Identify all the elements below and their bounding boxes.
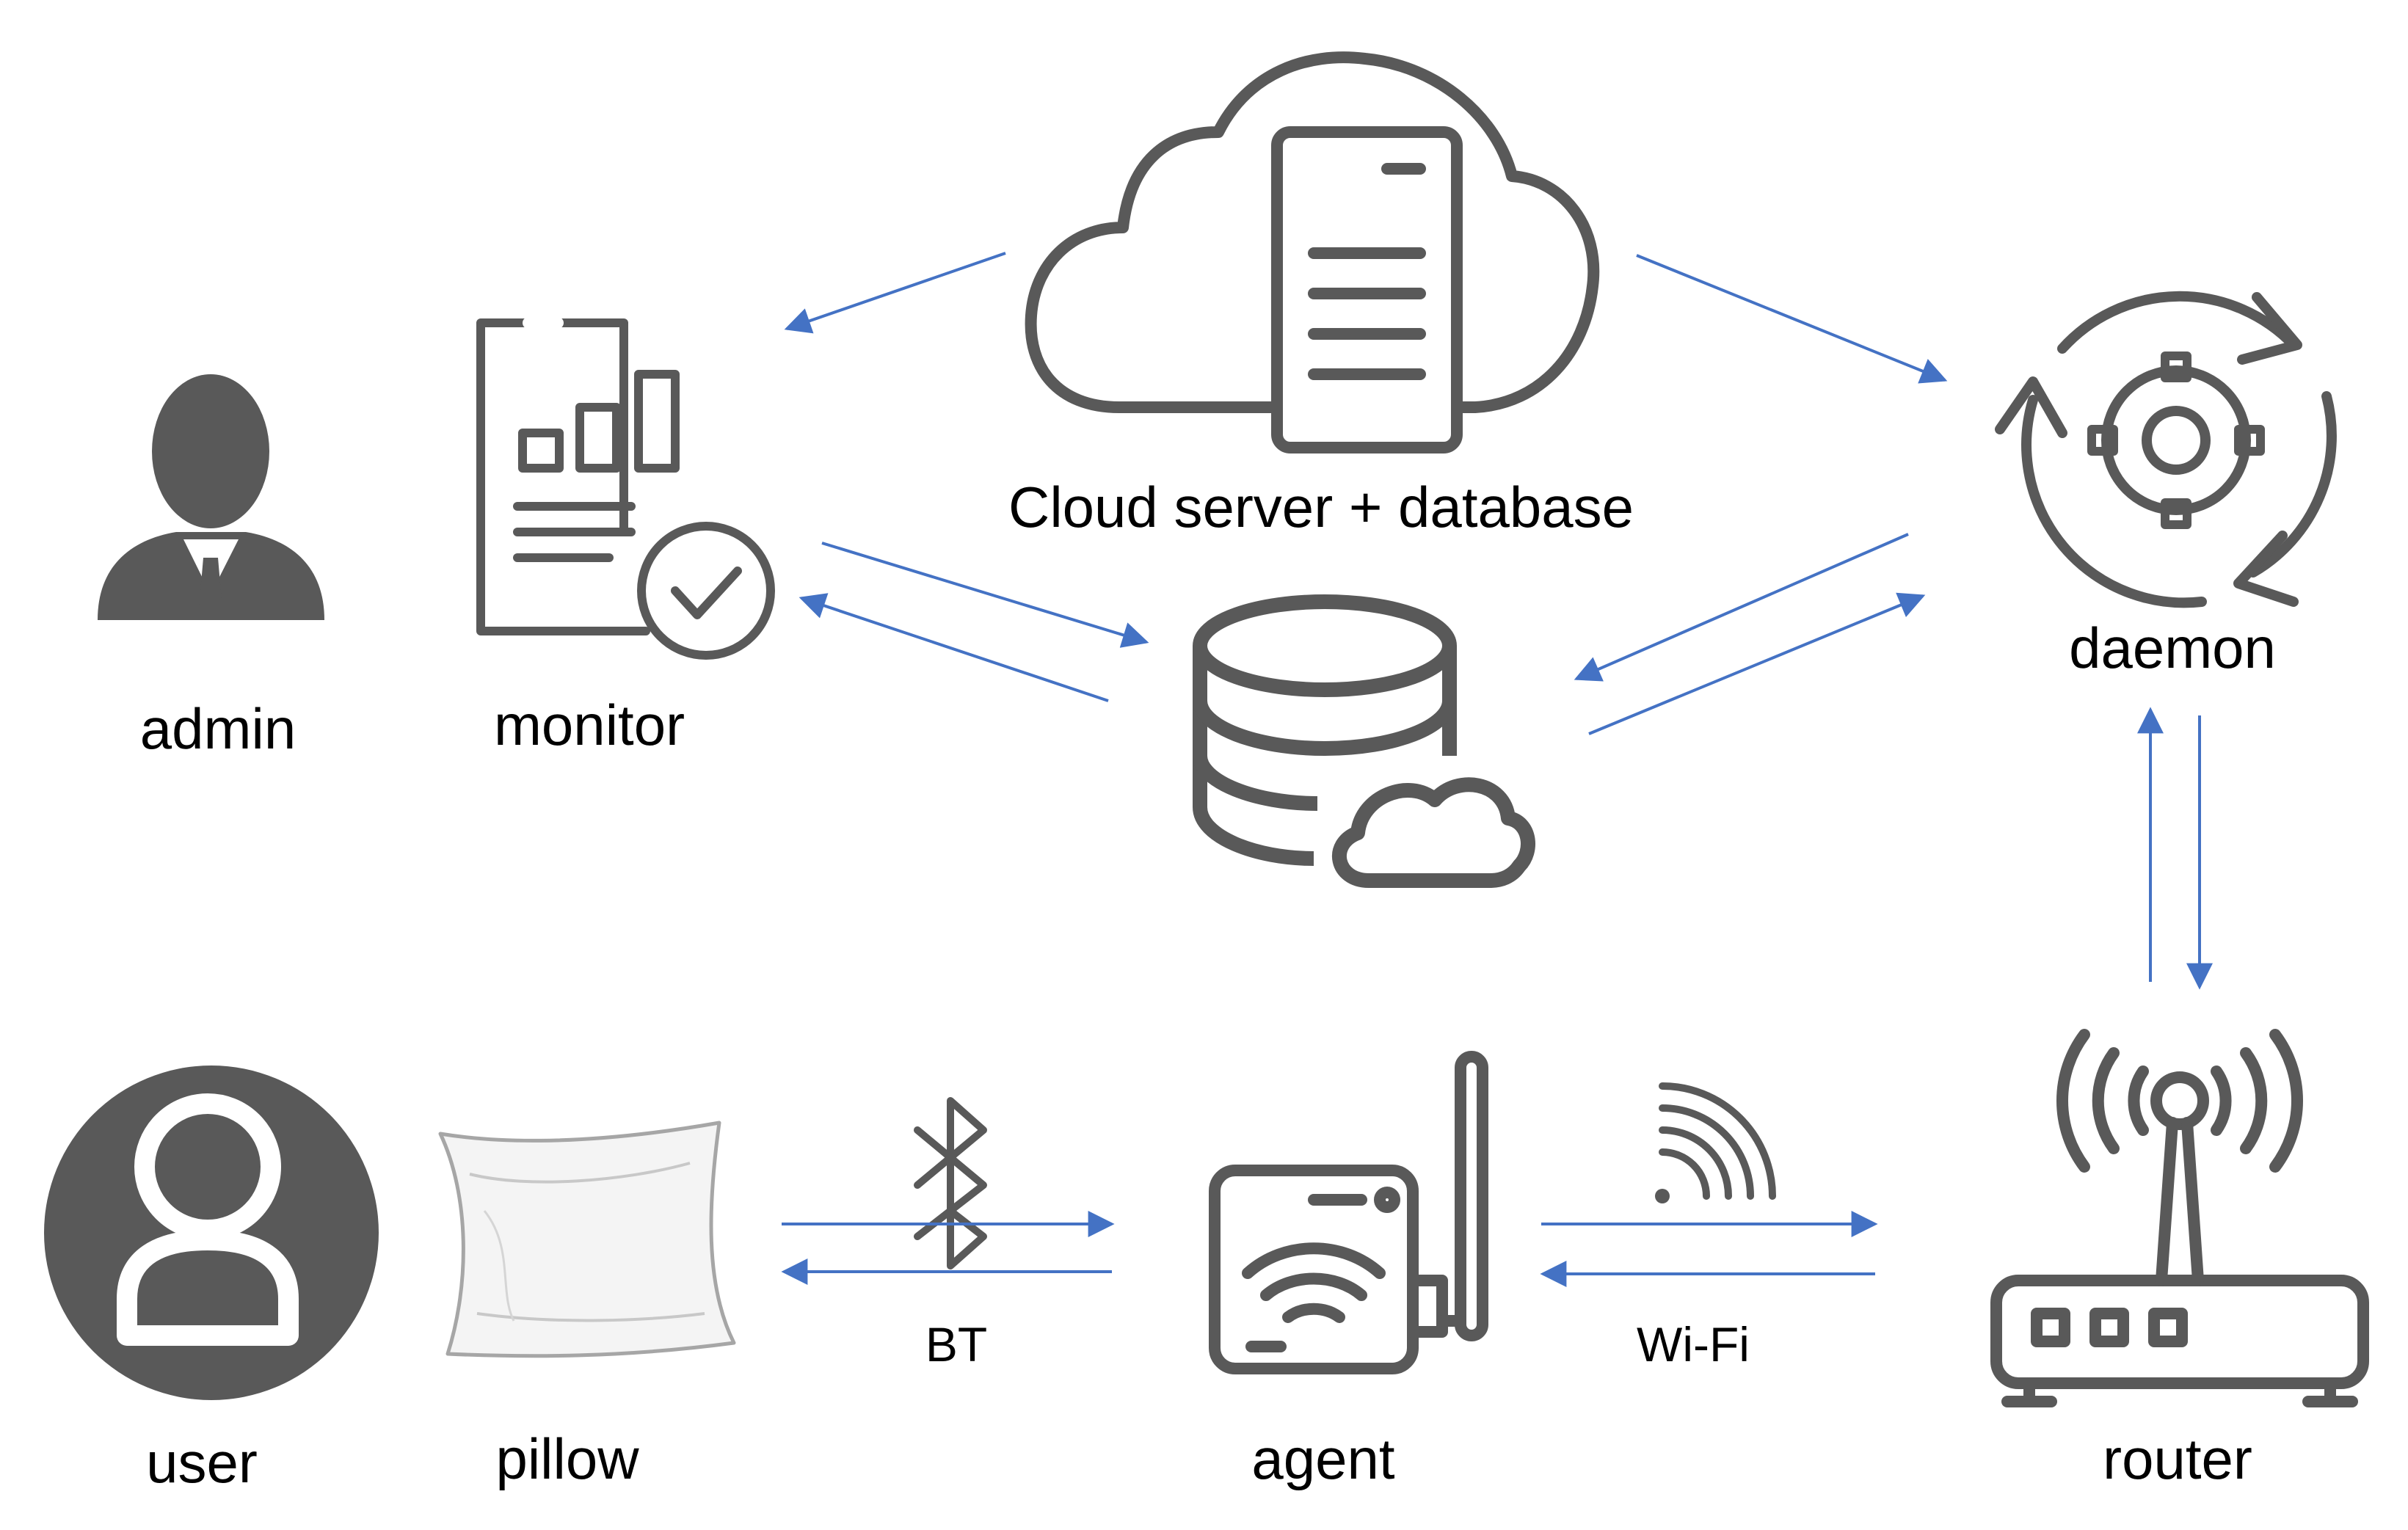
wifi-label: Wi-Fi [1637,1317,1750,1371]
gear-cycle-icon [1995,291,2337,608]
router-icon [1990,1029,2369,1407]
report-chart-check-icon [476,317,775,660]
wifi-device-antenna-icon [1209,1051,1488,1374]
router-label: router [2103,1427,2252,1491]
cloud-server-icon [1025,51,1600,453]
wifi-signal-icon [1655,1082,1776,1203]
arrow-database-to-monitor [799,593,1109,702]
arrow-database-to-daemon [1588,592,1926,735]
arrow-daemon-to-database [1574,533,1909,682]
connection-arrows [781,252,2213,1287]
user-label: user [146,1430,258,1495]
arrow-cloud-to-daemon [1636,254,1948,384]
cloud-server-label: Cloud server + database [1008,475,1634,539]
monitor-label: monitor [494,693,685,757]
agent-label: agent [1251,1427,1395,1491]
pillow-icon [438,1121,736,1358]
arrow-cloud-to-monitor [784,252,1006,334]
daemon-label: daemon [2069,616,2276,680]
arrow-monitor-to-database [821,542,1149,648]
bt-label: BT [925,1317,987,1371]
cloud-database-icon [1193,594,1535,888]
bluetooth-icon [914,1097,987,1269]
pillow-label: pillow [495,1427,639,1491]
admin-label: admin [140,696,296,761]
person-in-suit-icon [98,374,324,620]
user-circle-icon [44,1065,379,1400]
